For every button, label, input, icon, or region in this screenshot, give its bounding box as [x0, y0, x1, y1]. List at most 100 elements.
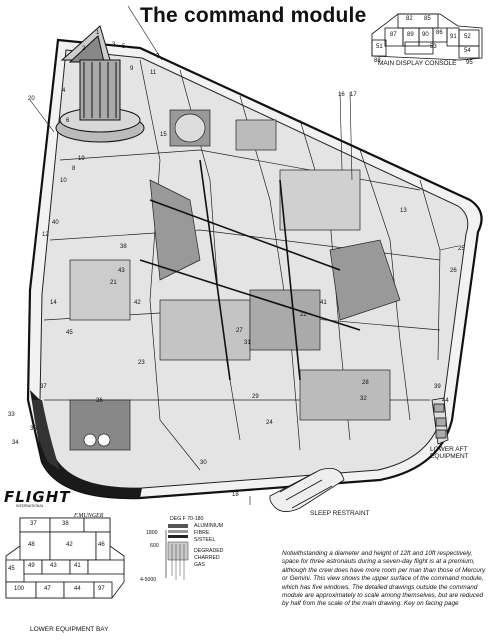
key-number: 32: [360, 396, 367, 402]
key-number: 30: [200, 460, 207, 466]
key-number: 34: [12, 440, 19, 446]
sleep-restraint-label: SLEEP RESTRAINT: [310, 510, 370, 517]
heat-key-temp: 600: [150, 543, 159, 549]
bay-box-number: 41: [74, 563, 81, 569]
bay-box-number: 38: [62, 521, 69, 527]
key-number: 17: [350, 92, 357, 98]
heat-key-item: ALUMINIUM: [194, 523, 224, 529]
key-number: 29: [252, 394, 259, 400]
key-number: 2: [82, 46, 86, 52]
key-number: 43: [118, 268, 125, 274]
main-display-console-label: MAIN DISPLAY CONSOLE: [378, 60, 457, 67]
console-box-number: 54: [464, 48, 471, 54]
console-box-number: 89: [407, 32, 414, 38]
leader-lines: [29, 5, 459, 505]
key-number: 38: [120, 244, 127, 250]
key-number: 22: [300, 312, 307, 318]
lower-equipment-bay-diagram: [5, 517, 125, 599]
key-number: 3: [112, 42, 116, 48]
heat-key-header: deg F 70-180: [170, 516, 204, 522]
bay-box-number: 37: [30, 521, 37, 527]
heat-key-item: GAS: [194, 562, 205, 568]
bay-box-number: 100: [14, 586, 25, 592]
key-number: 20: [28, 96, 35, 102]
key-number: 8: [72, 166, 76, 172]
key-number: 24: [266, 420, 273, 426]
key-number: 28: [362, 380, 369, 386]
heat-key-item: S/STEEL: [194, 537, 216, 543]
key-number: 36: [96, 398, 103, 404]
key-number: 13: [400, 208, 407, 214]
key-number: 26: [450, 268, 457, 274]
key-number: 27: [236, 328, 243, 334]
console-box-number: 85: [424, 16, 431, 22]
console-box-number: 88: [374, 58, 381, 64]
console-box-number: 91: [450, 34, 457, 40]
console-box-number: 95: [466, 60, 473, 66]
bay-box-number: 47: [44, 586, 51, 592]
heat-key-temp: 4-5000: [140, 577, 157, 583]
lower-aft-equipment-diagram: [431, 397, 449, 445]
heat-key-item: FIBRE: [194, 530, 210, 536]
heat-shield-key-diagram: [165, 524, 189, 580]
key-number: 1: [96, 30, 100, 36]
key-number: 42: [134, 300, 141, 306]
key-number: 6: [66, 118, 70, 124]
bay-box-number: 44: [74, 586, 81, 592]
bay-box-number: 43: [50, 563, 57, 569]
key-number: 7: [156, 54, 160, 60]
key-number: 9: [130, 66, 134, 72]
docking-probe: [55, 25, 145, 143]
key-number: 39: [434, 384, 441, 390]
key-number: 23: [138, 360, 145, 366]
key-number: 37: [40, 384, 47, 390]
key-number: 41: [320, 300, 327, 306]
bay-box-number: 97: [98, 586, 105, 592]
key-number: 16: [338, 92, 345, 98]
flight-logo-subline: INTERNATIONAL: [16, 504, 44, 508]
artist-signature: F.MUNGER: [74, 513, 104, 519]
key-number: 40: [52, 220, 59, 226]
key-number: 10: [60, 178, 67, 184]
bay-box-number: 42: [66, 542, 73, 548]
key-number: 33: [8, 412, 15, 418]
key-number: 25: [458, 246, 465, 252]
key-number: 44: [442, 398, 449, 404]
main-display-console-diagram: [371, 13, 483, 61]
console-box-number: 90: [422, 32, 429, 38]
sleep-restraint-diagram: [269, 467, 345, 512]
console-box-number: 86: [436, 30, 443, 36]
console-box-number: 51: [376, 44, 383, 50]
console-box-number: 52: [464, 34, 471, 40]
console-box-number: 87: [390, 32, 397, 38]
flight-logo: FLIGHT: [4, 488, 71, 506]
key-number: 15: [160, 132, 167, 138]
bay-box-number: 48: [28, 542, 35, 548]
console-box-number: 53: [430, 44, 437, 50]
key-number: 21: [110, 280, 117, 286]
bay-box-number: 46: [98, 542, 105, 548]
lower-aft-equipment-label: LOWER AFT EQUIPMENT: [430, 446, 469, 460]
key-number: 11: [150, 70, 157, 76]
bay-box-number: 45: [8, 566, 15, 572]
bay-box-number: 49: [28, 563, 35, 569]
key-number: 18: [232, 492, 239, 498]
console-box-number: 82: [406, 16, 413, 22]
key-number: 5: [122, 44, 126, 50]
lower-equipment-bay-label: LOWER EQUIPMENT BAY: [30, 626, 109, 633]
crew-couch-struts: [139, 159, 361, 381]
heat-key-temp: 1800: [146, 530, 158, 536]
key-number: 14: [50, 300, 57, 306]
key-number: 31: [244, 340, 251, 346]
heat-key-item: CHARRED: [194, 555, 220, 561]
key-number: 12: [42, 232, 49, 238]
page-title: The command module: [140, 4, 367, 27]
key-number: 19: [78, 156, 85, 162]
key-number: 4: [62, 88, 66, 94]
key-number: 45: [66, 330, 73, 336]
key-number: 35: [30, 426, 37, 432]
caption: Notwithstanding a diameter and height of…: [282, 550, 486, 608]
heat-key-item: DEGRADED: [194, 548, 224, 554]
